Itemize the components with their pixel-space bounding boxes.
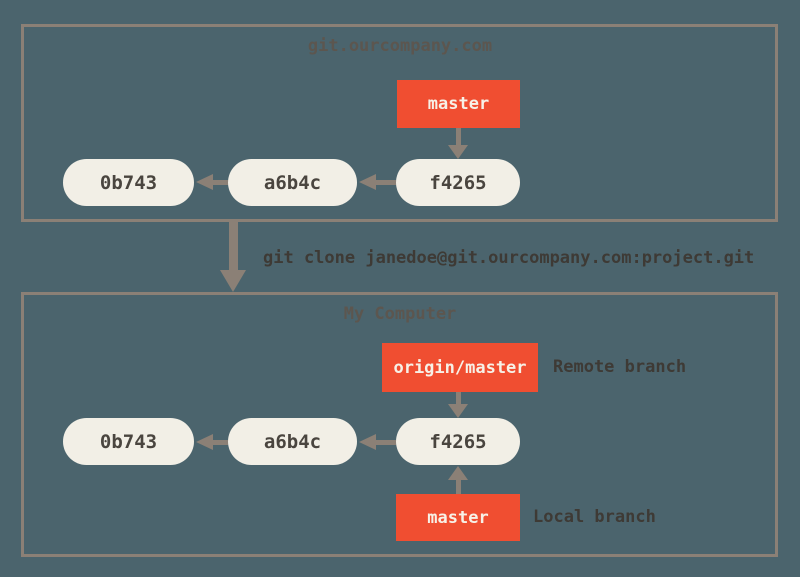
- remote-parent-arrow-left-icon-2: [359, 174, 376, 190]
- remote-parent-arrow-shaft-1: [211, 180, 228, 185]
- clone-command-text: git clone janedoe@git.ourcompany.com:pro…: [263, 248, 755, 268]
- local-master-branch-box: master: [396, 494, 520, 541]
- local-computer-panel: [21, 292, 778, 557]
- local-parent-arrow-shaft-2: [374, 440, 396, 445]
- local-master-to-commit-arrow-shaft: [456, 479, 461, 494]
- remote-commit-f4265-label: f4265: [429, 171, 487, 194]
- remote-commit-a6b4c-label: a6b4c: [263, 171, 322, 194]
- local-parent-arrow-shaft-1: [211, 440, 228, 445]
- origin-master-to-commit-arrow-shaft: [456, 392, 461, 405]
- remote-commit-0b743-label: 0b743: [99, 171, 158, 194]
- remote-server-title: git.ourcompany.com: [307, 36, 493, 56]
- local-commit-a6b4c: a6b4c: [228, 418, 357, 465]
- remote-commit-a6b4c: a6b4c: [228, 159, 357, 206]
- remote-master-to-commit-arrow-down-icon: [448, 145, 468, 159]
- origin-master-to-commit-arrow-down-icon: [448, 404, 468, 418]
- local-commit-f4265: f4265: [396, 418, 520, 465]
- clone-arrow-down-icon: [220, 270, 246, 292]
- local-master-to-commit-arrow-up-icon: [448, 466, 468, 480]
- clone-arrow-shaft: [229, 220, 238, 271]
- remote-server-panel: [21, 24, 778, 222]
- local-commit-a6b4c-label: a6b4c: [263, 430, 322, 453]
- local-origin-master-branch-box: origin/master: [382, 343, 538, 392]
- remote-master-branch-label: master: [427, 94, 490, 114]
- remote-master-branch-box: master: [397, 80, 520, 128]
- remote-parent-arrow-left-icon-1: [196, 174, 213, 190]
- remote-branch-annotation: Remote branch: [553, 357, 687, 377]
- local-computer-title: My Computer: [343, 304, 457, 324]
- local-parent-arrow-left-icon-2: [359, 434, 376, 450]
- local-commit-0b743: 0b743: [63, 418, 194, 465]
- local-parent-arrow-left-icon-1: [196, 434, 213, 450]
- local-commit-f4265-label: f4265: [429, 430, 487, 453]
- remote-parent-arrow-shaft-2: [374, 180, 396, 185]
- local-origin-master-branch-label: origin/master: [393, 357, 527, 378]
- remote-commit-f4265: f4265: [396, 159, 520, 206]
- local-master-branch-label: master: [427, 507, 489, 528]
- remote-commit-0b743: 0b743: [63, 159, 194, 206]
- local-branch-annotation: Local branch: [533, 507, 656, 527]
- remote-master-to-commit-arrow-shaft: [456, 128, 461, 146]
- local-commit-0b743-label: 0b743: [99, 430, 158, 453]
